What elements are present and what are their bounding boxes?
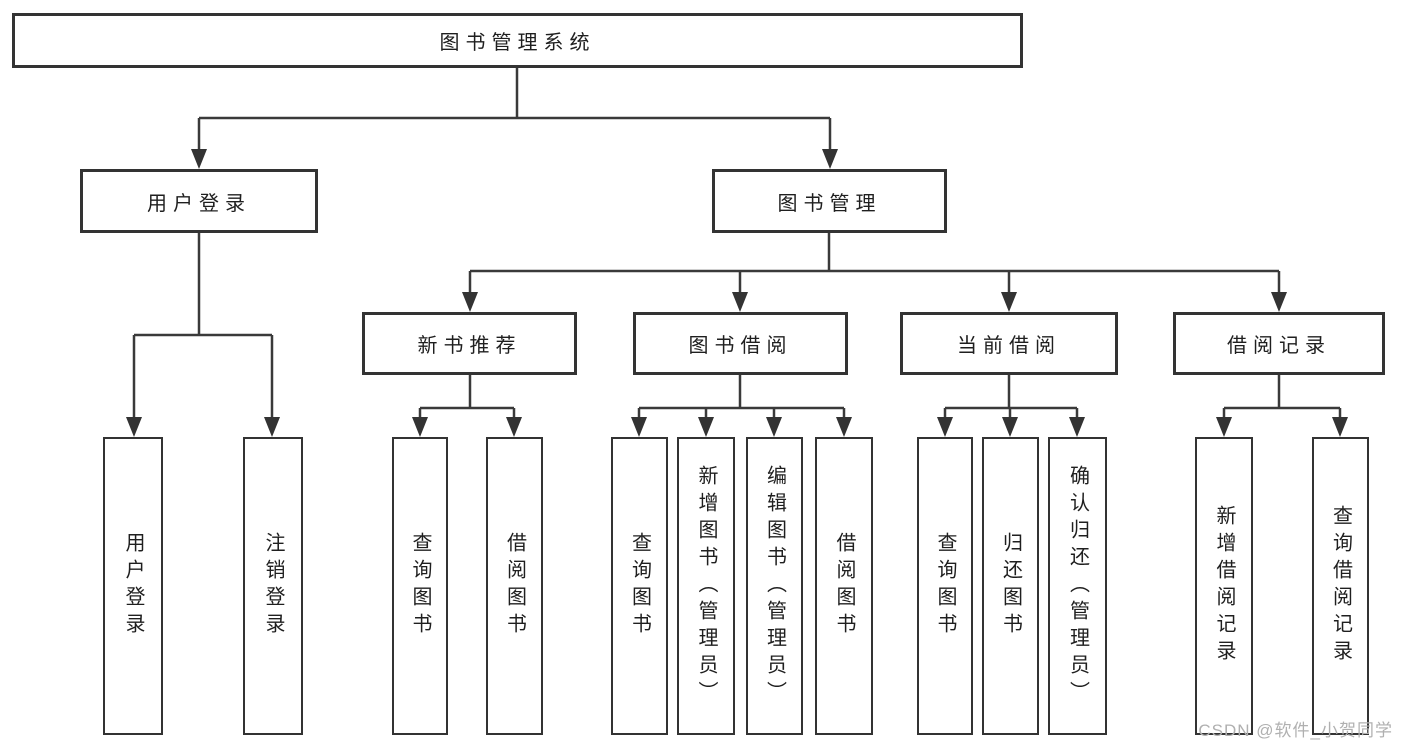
leaf-query-book-current-label: 查询图书 — [934, 532, 956, 640]
leaf-query-book-recommend-label: 查询图书 — [409, 532, 431, 640]
leaf-query-book-recommend: 查询图书 — [392, 437, 448, 735]
leaf-edit-book-admin: 编辑图书（管理员） — [746, 437, 803, 735]
leaf-query-book-borrowing-label: 查询图书 — [628, 532, 651, 640]
leaf-confirm-return-admin-label: 确认归还（管理员） — [1066, 464, 1089, 708]
leaf-user-login: 用户登录 — [103, 437, 163, 735]
leaf-borrow-book-borrowing-label: 借阅图书 — [833, 532, 855, 640]
leaf-return-book: 归还图书 — [982, 437, 1039, 735]
leaf-add-borrow-record-label: 新增借阅记录 — [1213, 505, 1235, 667]
leaf-confirm-return-admin: 确认归还（管理员） — [1048, 437, 1107, 735]
csdn-watermark: CSDN @软件_小贺同学 — [1198, 721, 1393, 740]
leaf-logout-label: 注销登录 — [262, 532, 284, 640]
node-new-book-recommend: 新书推荐 — [362, 312, 577, 375]
leaf-query-borrow-record-label: 查询借阅记录 — [1329, 505, 1352, 667]
arrowheads — [126, 149, 1348, 437]
leaf-query-borrow-record: 查询借阅记录 — [1312, 437, 1369, 735]
leaf-borrow-book-borrowing: 借阅图书 — [815, 437, 873, 735]
leaf-logout: 注销登录 — [243, 437, 303, 735]
node-book-management: 图书管理 — [712, 169, 947, 233]
leaf-add-book-admin-label: 新增图书（管理员） — [695, 464, 717, 708]
leaf-query-book-borrowing: 查询图书 — [611, 437, 668, 735]
leaf-borrow-book-recommend-label: 借阅图书 — [503, 532, 526, 640]
node-user-login: 用户登录 — [80, 169, 318, 233]
leaf-edit-book-admin-label: 编辑图书（管理员） — [763, 464, 786, 708]
node-book-borrowing: 图书借阅 — [633, 312, 848, 375]
leaf-add-borrow-record: 新增借阅记录 — [1195, 437, 1253, 735]
leaf-return-book-label: 归还图书 — [999, 532, 1022, 640]
node-borrow-records: 借阅记录 — [1173, 312, 1385, 375]
node-root: 图书管理系统 — [12, 13, 1023, 68]
node-current-borrowing: 当前借阅 — [900, 312, 1118, 375]
leaf-query-book-current: 查询图书 — [917, 437, 973, 735]
leaf-user-login-label: 用户登录 — [122, 532, 144, 640]
leaf-add-book-admin: 新增图书（管理员） — [677, 437, 735, 735]
leaf-borrow-book-recommend: 借阅图书 — [486, 437, 543, 735]
